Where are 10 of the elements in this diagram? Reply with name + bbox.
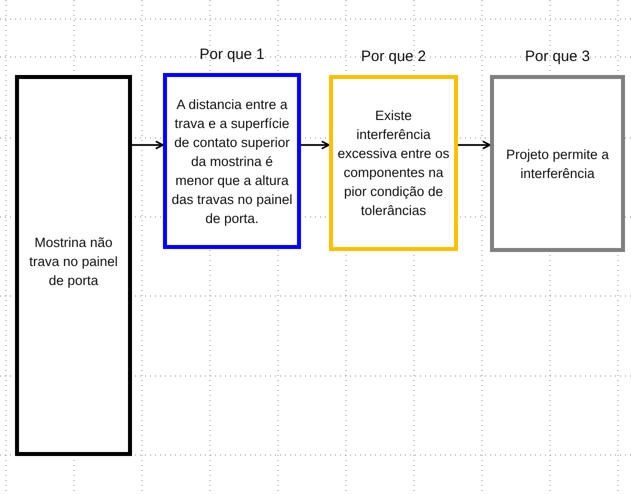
box-text: Projeto permite a interferência (505, 146, 610, 182)
step-heading: Por que 2 (360, 48, 428, 65)
arrow (458, 140, 491, 150)
box-text: Mostrina não trava no painel de porta (28, 234, 119, 290)
arrow (132, 140, 164, 150)
step-heading: Por que 3 (524, 48, 592, 65)
step-heading: Por que 1 (198, 46, 266, 63)
arrow (301, 140, 330, 150)
box-text: Existe interferência excessiva entre os componentes na pior condição de tolerâncias (337, 107, 450, 220)
box-text: A distancia entre a trava e a superfície de contato superior da mostrina é menor que a altura das travas no painel de porta. (171, 96, 293, 228)
